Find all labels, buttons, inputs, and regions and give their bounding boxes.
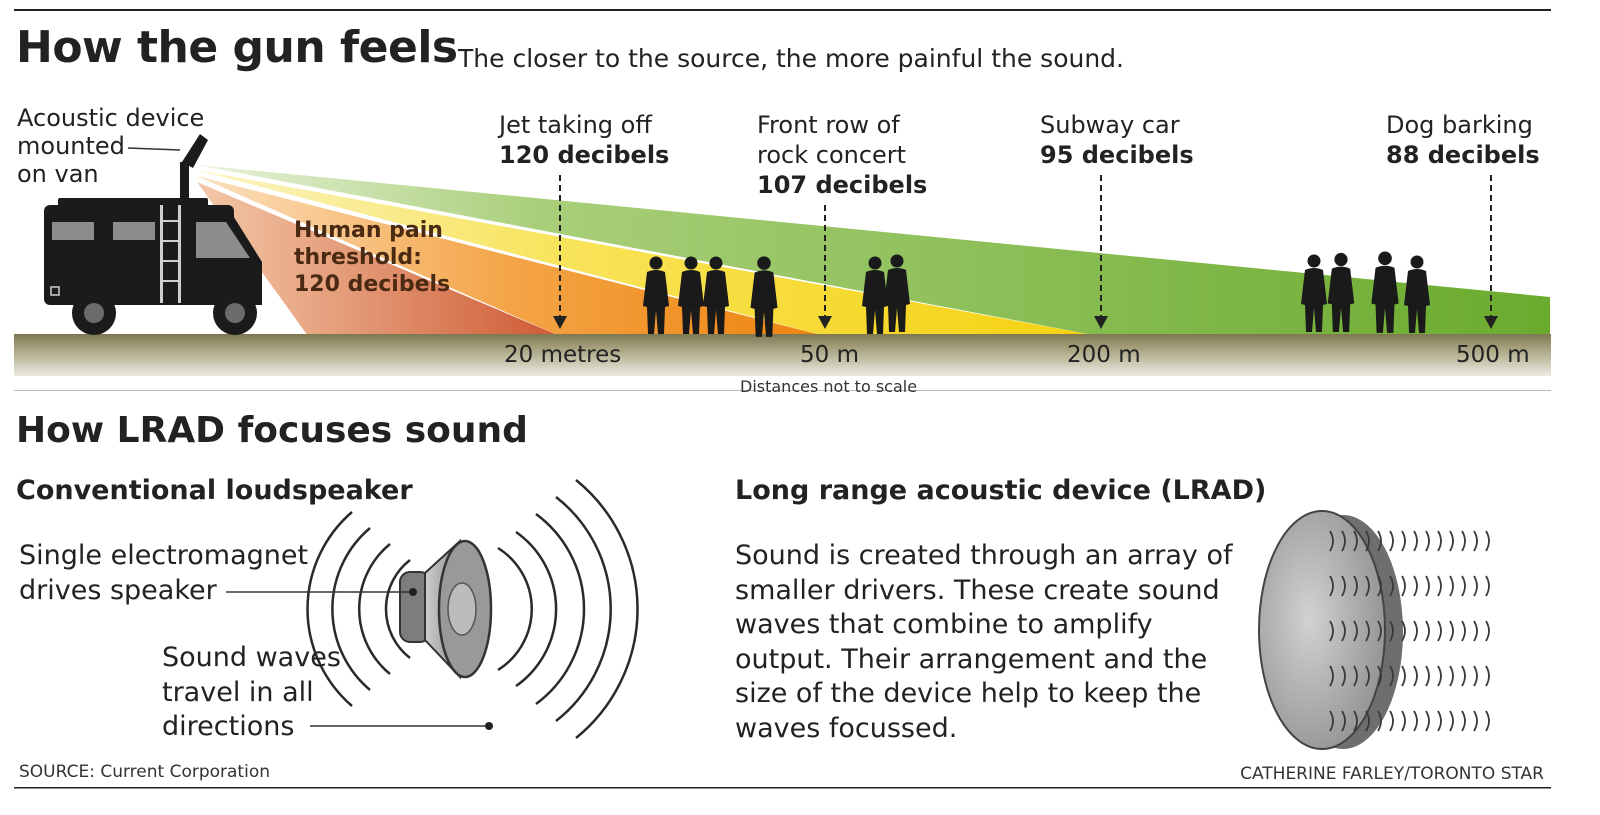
lrad-description-line: output. Their arrangement and the	[735, 643, 1208, 675]
pain-threshold-line: Human pain	[294, 218, 443, 243]
waves-label-line: directions	[162, 711, 295, 742]
orange-band	[197, 176, 825, 336]
speaker-pointer-lines	[226, 588, 493, 730]
distance-label: 500 m	[1456, 342, 1530, 368]
source-decibels: 107 decibels	[757, 171, 928, 199]
source-decibels: 120 decibels	[499, 141, 670, 169]
source-name: Front row of	[757, 111, 900, 139]
source-subway: Subway car 95 decibels	[1040, 110, 1194, 170]
section-divider	[14, 390, 1551, 391]
lrad-description: Sound is created through an array of sma…	[735, 539, 1233, 746]
van-label-line: Acoustic device	[17, 104, 205, 132]
waves-label-line: Sound waves	[162, 642, 341, 673]
magnet-label: Single electromagnet drives speaker	[19, 539, 308, 608]
source-decibels: 95 decibels	[1040, 141, 1194, 169]
arrow-heads	[553, 316, 1498, 329]
van-label: Acoustic device mounted on van	[17, 104, 204, 188]
van-label-line: on van	[17, 160, 99, 188]
source-jet: Jet taking off 120 decibels	[499, 110, 669, 170]
pain-threshold-line: threshold:	[294, 245, 422, 270]
magnet-label-line: Single electromagnet	[19, 540, 309, 571]
source-credit: SOURCE: Current Corporation	[19, 762, 270, 782]
source-name: Jet taking off	[499, 111, 652, 139]
bottom-rule	[14, 787, 1551, 789]
main-title: How the gun feels	[16, 22, 458, 73]
subtitle: The closer to the source, the more painf…	[458, 44, 1124, 73]
loudspeaker-illustration	[306, 479, 639, 739]
waves-label: Sound waves travel in all directions	[162, 641, 341, 745]
source-dog: Dog barking 88 decibels	[1386, 110, 1540, 170]
source-rock-concert: Front row of rock concert 107 decibels	[757, 110, 927, 200]
lrad-illustration	[1258, 510, 1490, 750]
magnet-label-line: drives speaker	[19, 574, 217, 606]
conventional-heading: Conventional loudspeaker	[16, 475, 413, 506]
distance-note: Distances not to scale	[740, 377, 918, 396]
lrad-description-line: smaller drivers. These create sound	[735, 574, 1220, 606]
lrad-description-line: waves focussed.	[735, 712, 958, 744]
green-band	[197, 165, 1550, 336]
pain-threshold-line: 120 decibels	[294, 272, 451, 297]
distance-arrows	[559, 175, 1492, 320]
ground-strip	[14, 334, 1551, 376]
lrad-description-line: Sound is created through an array of	[735, 540, 1233, 571]
wave-row	[1329, 530, 1490, 552]
artist-credit: CATHERINE FARLEY/TORONTO STAR	[1240, 764, 1544, 784]
source-name: rock concert	[757, 141, 907, 169]
section-title: How LRAD focuses sound	[16, 410, 528, 451]
van-label-line: mounted	[17, 132, 125, 160]
distance-label: 200 m	[1067, 342, 1141, 368]
red-band	[197, 182, 560, 336]
lrad-description-line: waves that combine to amplify	[735, 609, 1153, 640]
van-illustration	[44, 134, 262, 335]
pain-threshold-label: Human pain threshold: 120 decibels	[294, 217, 450, 298]
distance-label: 50 m	[800, 342, 859, 368]
source-name: Subway car	[1040, 111, 1180, 139]
distance-label: 20 metres	[504, 342, 622, 368]
lrad-heading: Long range acoustic device (LRAD)	[735, 475, 1267, 506]
lrad-description-line: size of the device help to keep the	[735, 678, 1202, 709]
top-rule	[14, 9, 1551, 11]
waves-label-line: travel in all	[162, 676, 314, 708]
source-name: Dog barking	[1386, 111, 1533, 139]
source-decibels: 88 decibels	[1386, 141, 1540, 169]
device-pointer-line	[127, 147, 181, 151]
